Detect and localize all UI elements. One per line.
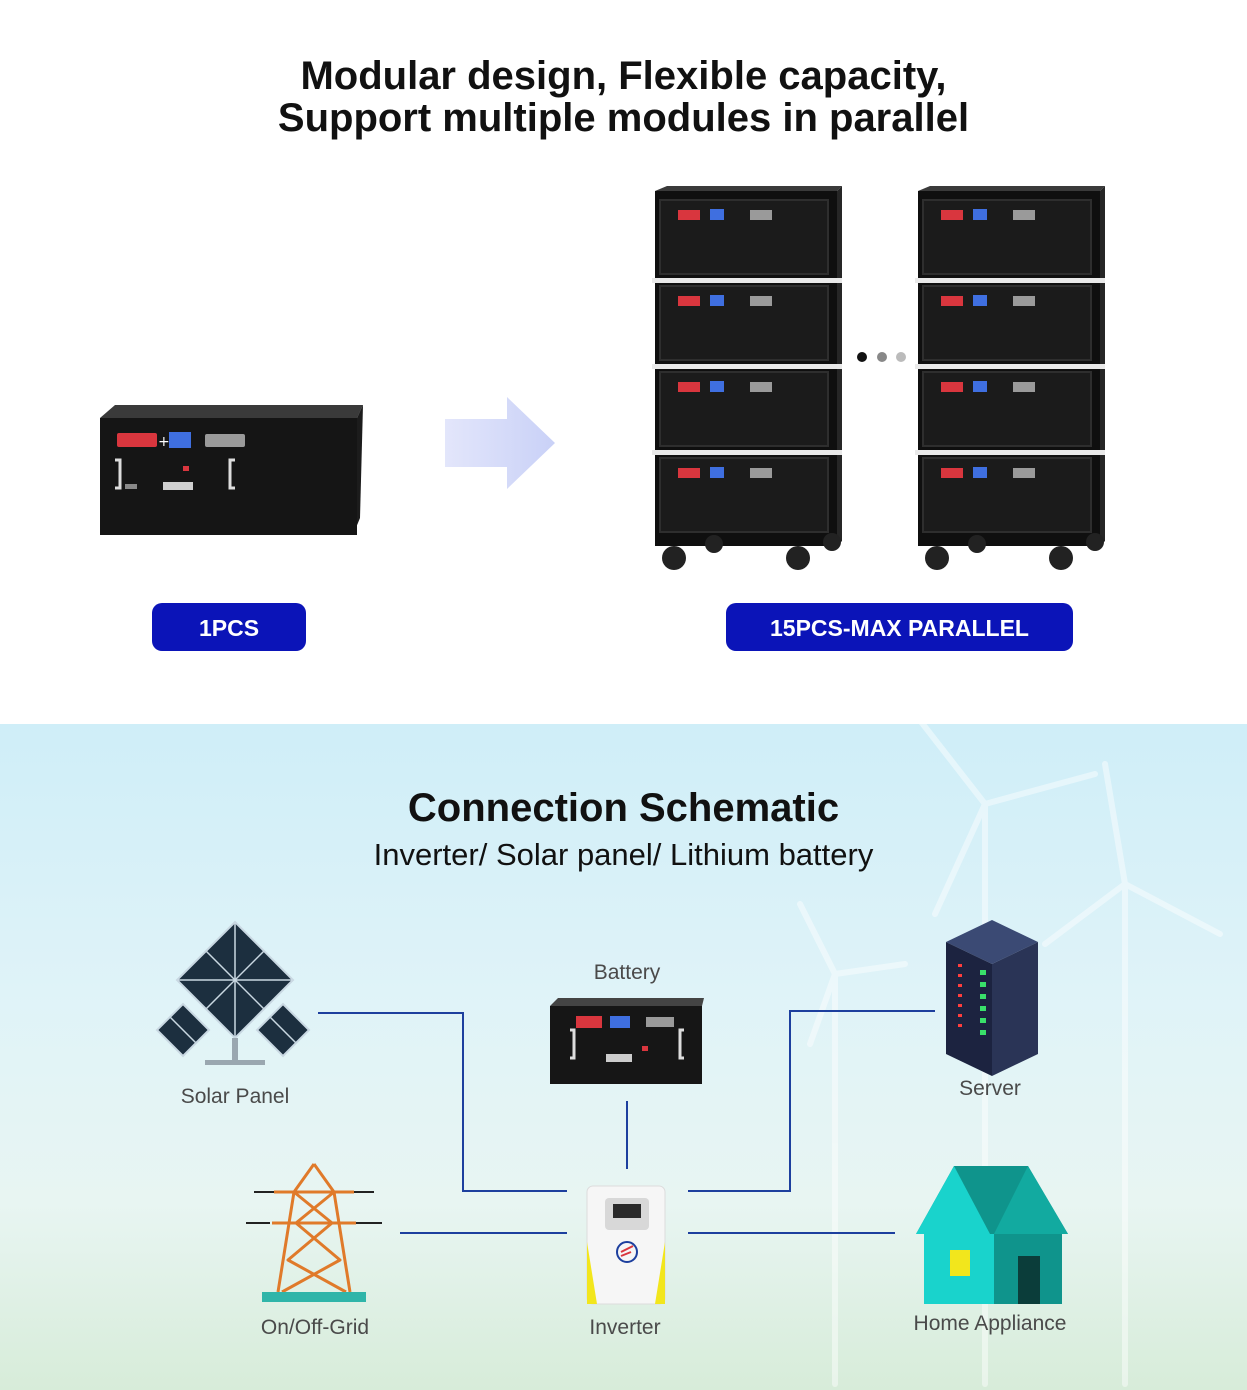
connection-schematic-section: Connection Schematic Inverter/ Solar pan…	[0, 724, 1247, 1390]
battery-rack-left	[652, 186, 842, 570]
server-icon	[946, 920, 1038, 1076]
solar-panel-label: Solar Panel	[180, 1085, 290, 1108]
battery-icon	[550, 998, 704, 1084]
battery-label: Battery	[593, 961, 661, 984]
badge-max-parallel: 15PCS-MAX PARALLEL	[726, 603, 1073, 651]
schematic-title: Connection Schematic	[407, 786, 840, 830]
grid-label: On/Off-Grid	[260, 1316, 370, 1339]
inverter-label: Inverter	[589, 1316, 661, 1339]
headline-line-1: Modular design, Flexible capacity,	[300, 54, 947, 98]
connection-lines	[318, 1010, 935, 1234]
power-tower-icon	[246, 1163, 382, 1302]
home-appliance-label: Home Appliance	[913, 1312, 1067, 1335]
badge-1pcs: 1PCS	[152, 603, 306, 651]
inverter-icon	[586, 1185, 666, 1305]
wind-turbine-background	[797, 724, 1223, 1387]
svg-text:+: +	[158, 434, 170, 450]
house-icon	[916, 1166, 1068, 1304]
battery-rack-right	[915, 186, 1105, 570]
schematic-subtitle: Inverter/ Solar panel/ Lithium battery	[373, 837, 874, 872]
headline-line-2: Support multiple modules in parallel	[277, 96, 970, 140]
battery-module-image: +	[100, 405, 363, 535]
modular-section: Modular design, Flexible capacity, Suppo…	[100, 54, 1105, 651]
solar-panel-icon	[155, 920, 311, 1065]
more-dots-icon	[857, 352, 906, 362]
arrow-right-icon	[445, 397, 555, 489]
server-label: Server	[959, 1077, 1021, 1100]
